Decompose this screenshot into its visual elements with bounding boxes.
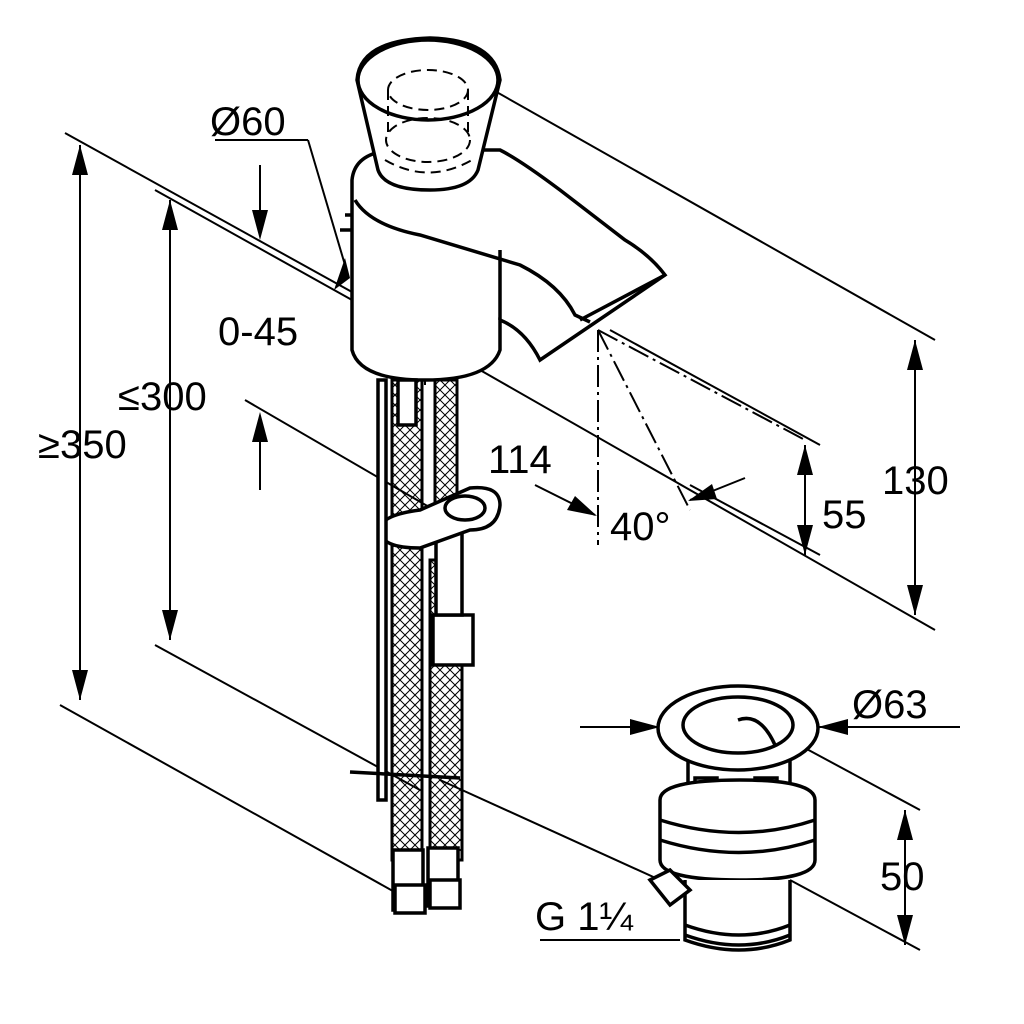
spout-reach-label: 114 [488,438,552,482]
swivel-range-label: 0-45 [218,310,298,354]
supply-hoses [349,378,502,915]
drain-height-label: 50 [880,855,925,899]
spray-angle-label: 40° [610,505,671,549]
dimension-labels: Ø60 0-45 ≤300 ≥350 114 40° 55 130 Ø63 50… [38,100,949,939]
drain-thread-label: G 1¼ [535,895,633,939]
extension-lines [59,59,936,951]
dimension-lines [72,145,960,945]
drain-valve [647,684,820,952]
drain-diameter-label: Ø63 [852,683,928,727]
total-height-label: 130 [882,459,949,503]
push-button-knob [355,36,502,192]
spout-height-label: 55 [822,493,867,537]
min-height-label: ≥350 [38,423,127,467]
faucet-body [340,148,668,382]
max-height-label: ≤300 [118,375,207,419]
knob-diameter-label: Ø60 [210,100,286,144]
